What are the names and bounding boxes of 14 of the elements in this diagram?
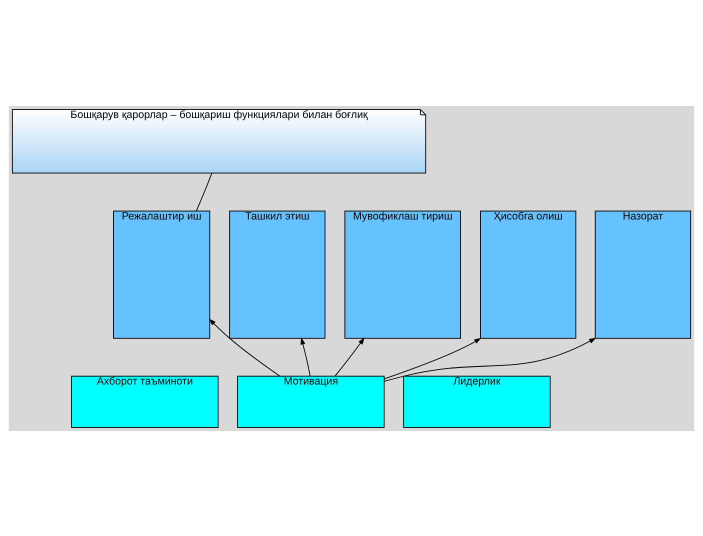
node-box: Мотивация	[237, 375, 385, 428]
node-box: Ҳисобга олиш	[480, 210, 576, 338]
node-box: Ташкил этиш	[229, 210, 326, 338]
node-box: Ахборот таъминоти	[71, 375, 219, 428]
connector	[196, 172, 212, 211]
arrow	[208, 318, 280, 376]
arrow	[300, 336, 311, 376]
node-box: Назорат	[594, 210, 692, 338]
node-box: Режалаштир иш	[113, 210, 210, 338]
arrow	[384, 337, 596, 382]
arrow	[384, 337, 482, 379]
arrow	[334, 337, 365, 376]
node-box: Мувофиклаш тириш	[344, 210, 462, 338]
node-box: Лидерлик	[403, 375, 551, 428]
